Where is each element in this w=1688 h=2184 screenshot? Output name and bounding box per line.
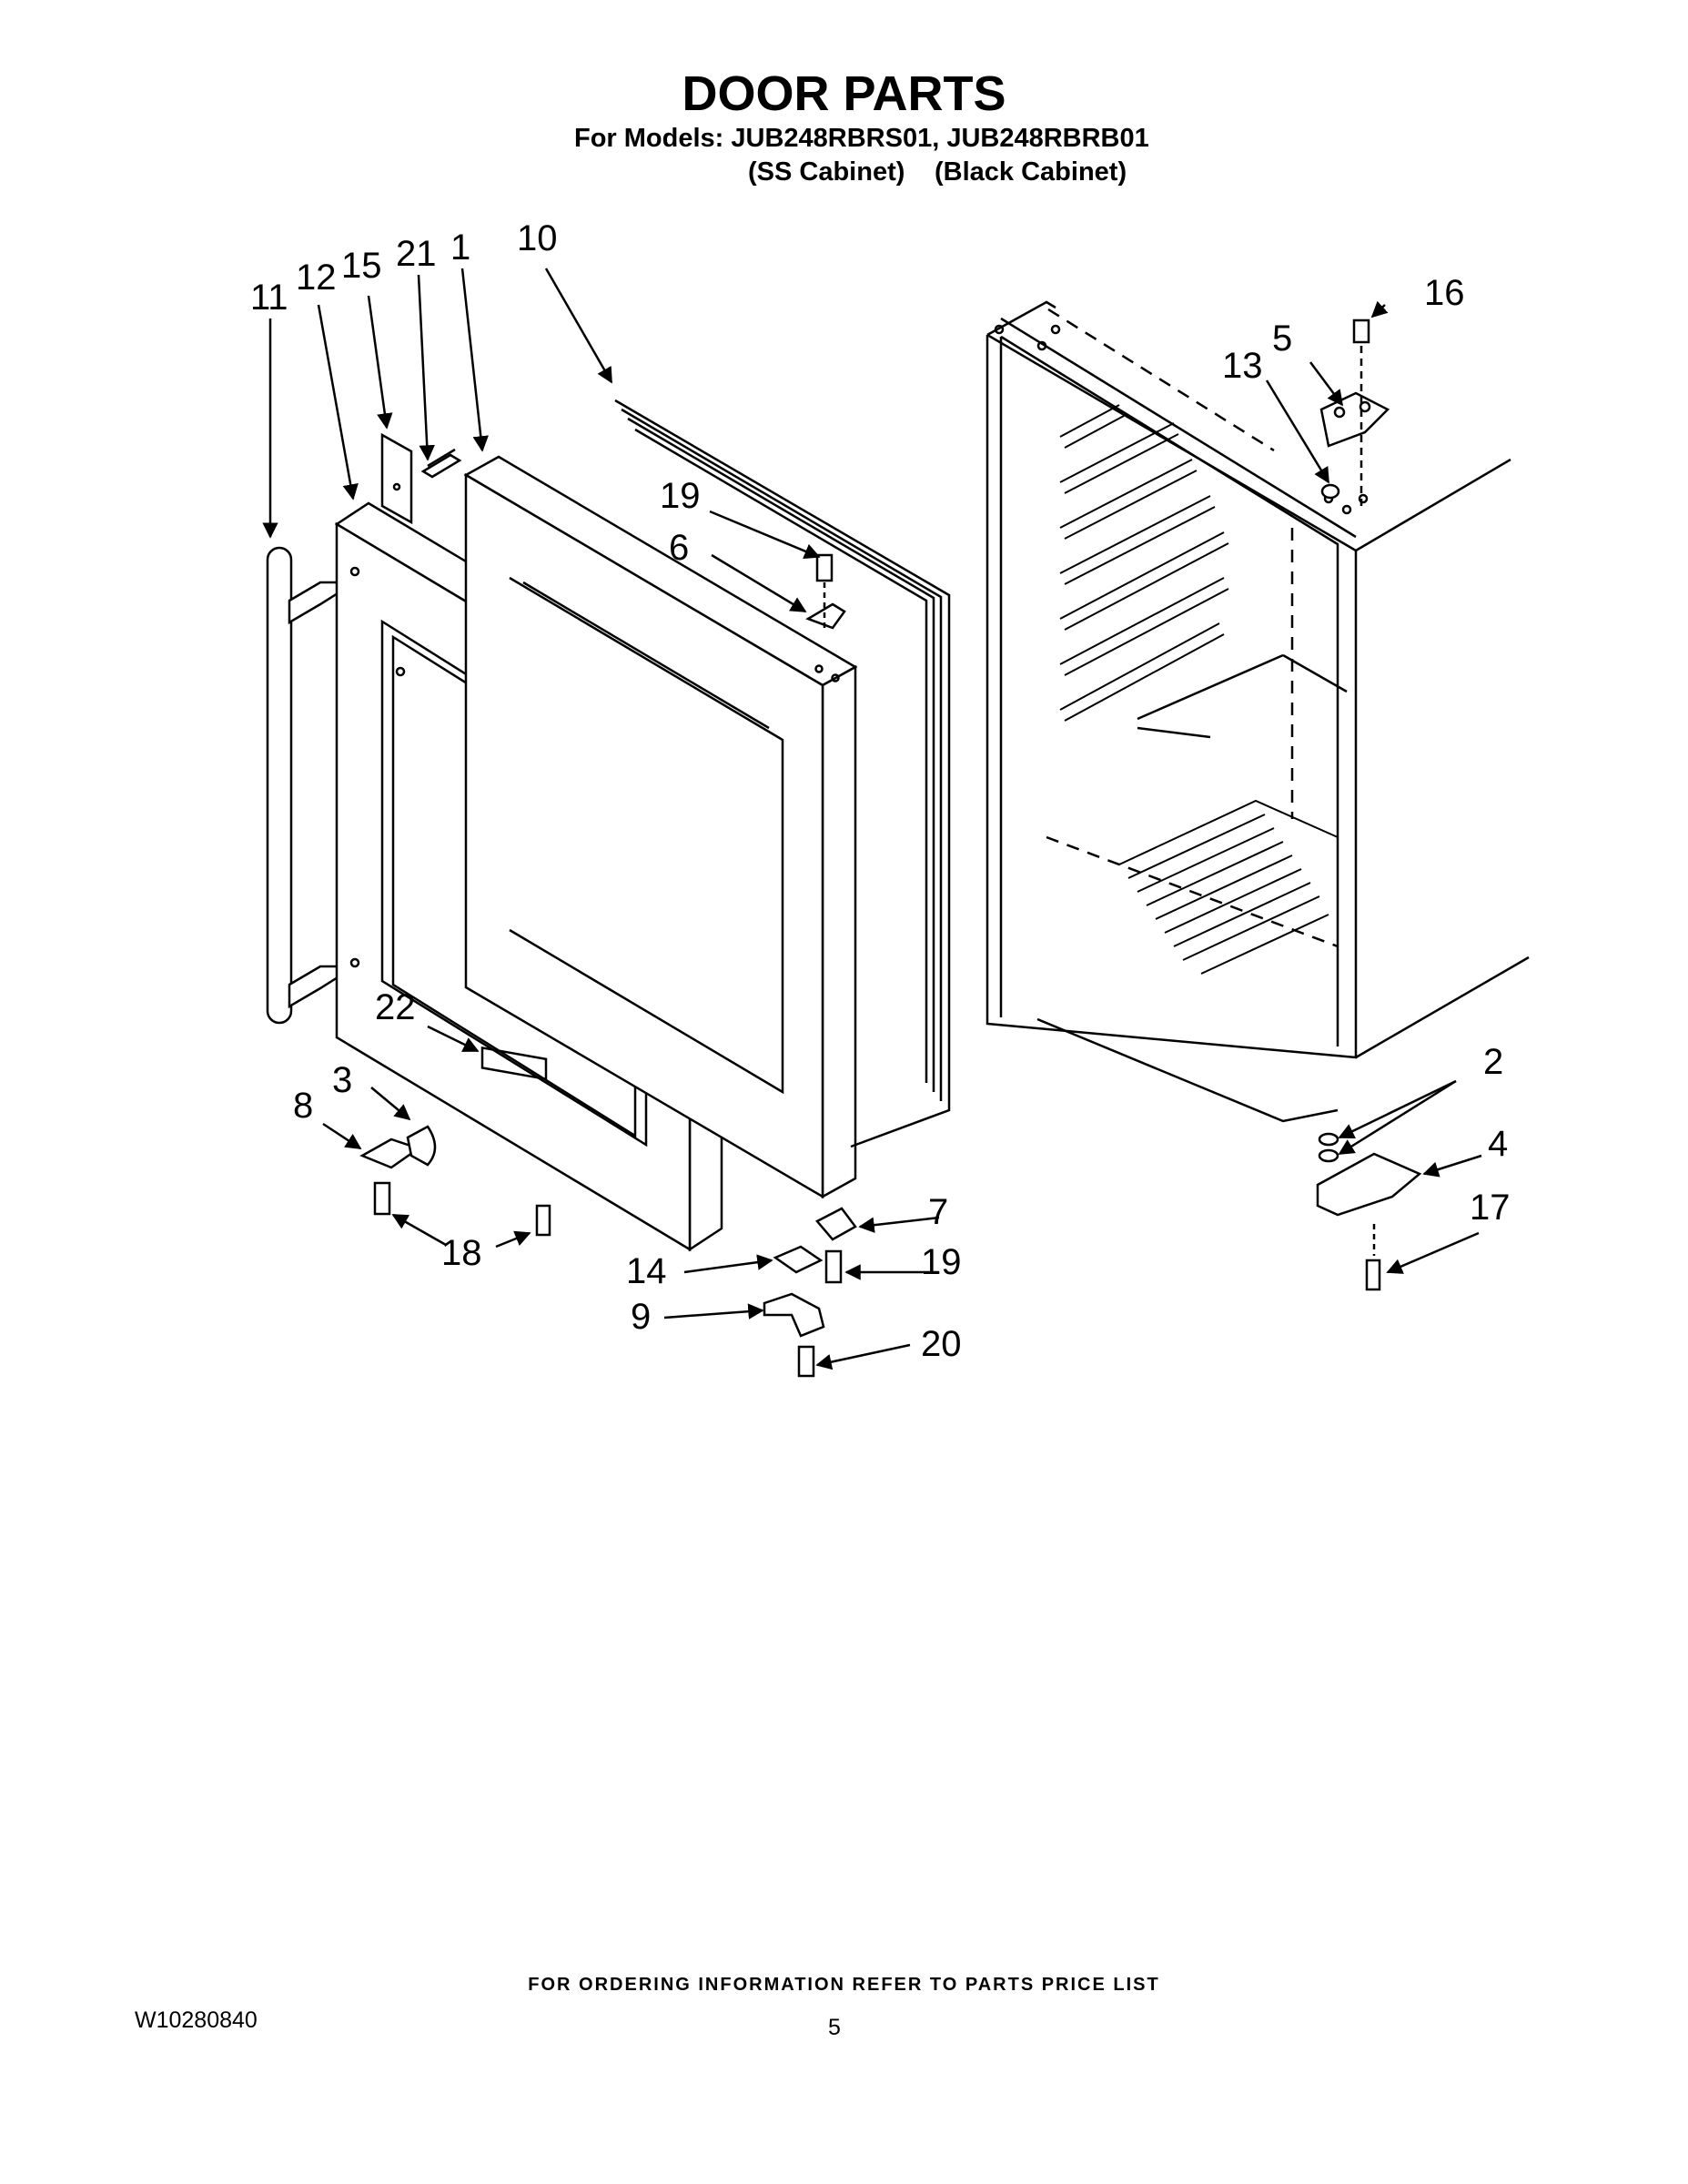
callout-3: 3	[332, 1060, 352, 1100]
inner-door-liner	[463, 455, 858, 1199]
callout-7: 7	[928, 1192, 948, 1232]
bottom-parts-8-3-18	[359, 1125, 551, 1237]
callout-19-top: 19	[660, 476, 701, 516]
callout-6: 6	[669, 528, 689, 568]
callout-22: 22	[375, 987, 416, 1027]
leader-lines	[262, 268, 1482, 1370]
bottom-hinge-4	[1316, 1132, 1422, 1291]
page-title: DOOR PARTS	[682, 66, 1006, 121]
screw-21	[420, 448, 462, 479]
top-hinge-6	[805, 553, 846, 630]
callout-16: 16	[1424, 273, 1465, 313]
callout-labels: 11 12 15 21 1 10 19 6 16 5 13 2 4 17 7 1…	[250, 218, 1511, 1364]
callout-19-bottom: 19	[921, 1242, 962, 1282]
callout-15: 15	[341, 246, 382, 286]
callout-10: 10	[517, 218, 558, 258]
callout-9: 9	[631, 1297, 651, 1337]
callout-5: 5	[1272, 318, 1292, 359]
callout-14: 14	[626, 1251, 667, 1291]
door-gasket	[614, 399, 951, 1148]
callout-21: 21	[396, 234, 437, 274]
callout-13: 13	[1222, 346, 1263, 386]
callout-11: 11	[250, 278, 288, 318]
variant-black-label: (Black Cabinet)	[935, 157, 1127, 187]
callout-18: 18	[441, 1233, 482, 1273]
bottom-door-hinge-parts	[763, 1207, 857, 1378]
callout-8: 8	[293, 1086, 313, 1126]
variant-ss-label: (SS Cabinet)	[748, 157, 905, 187]
models-line: For Models: JUB248RBRS01, JUB248RBRB01	[574, 124, 1149, 153]
callout-17: 17	[1470, 1188, 1511, 1228]
top-hinge-5	[1319, 318, 1390, 510]
callout-2: 2	[1483, 1042, 1503, 1082]
cabinet-body	[986, 300, 1530, 1123]
document-number: W10280840	[135, 2007, 258, 2033]
ordering-note: FOR ORDERING INFORMATION REFER TO PARTS …	[528, 1975, 1160, 1995]
callout-20: 20	[921, 1324, 962, 1364]
page-number: 5	[828, 2015, 841, 2040]
hinge-strip	[380, 432, 413, 525]
callout-4: 4	[1488, 1124, 1508, 1164]
callout-12: 12	[296, 258, 337, 298]
callout-1: 1	[450, 228, 470, 268]
